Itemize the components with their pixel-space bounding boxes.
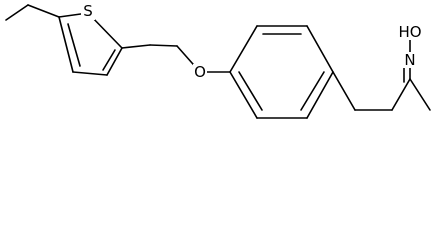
benzene-ring — [229, 25, 334, 119]
ether-linker — [121, 44, 231, 73]
bond-ar1-ar2 — [229, 25, 258, 73]
bond-ch2-c-oxime — [391, 78, 411, 111]
bond-ar4-ar5 — [306, 71, 334, 119]
molecule-canvas: S O N HO — [5, 2, 431, 119]
bond-c4-c5-inner — [67, 23, 81, 67]
bond-ch2-ch2 — [149, 44, 178, 47]
atom-labels: S O N HO — [81, 2, 424, 81]
bond-c2-c3 — [106, 47, 123, 76]
ether-oxygen-label: O — [194, 63, 206, 81]
bond-ar4-ar5-inner — [300, 71, 325, 111]
sulfur-label: S — [83, 2, 93, 20]
bond-c4-c5 — [58, 16, 74, 73]
bond-c2-ch2 — [121, 44, 151, 49]
bond-ar6-ar1-inner — [238, 71, 263, 111]
structure-diagram: S O N HO — [5, 2, 431, 119]
thiophene-ring — [58, 12, 123, 76]
oxime-chain — [332, 39, 431, 111]
bond-c-methyl — [409, 78, 431, 111]
bond-c3-c4 — [72, 71, 108, 76]
bond-c2-c3-inner — [102, 49, 116, 71]
bond-ethyl-ch2 — [27, 4, 60, 18]
bond-ar6-ar1 — [229, 71, 258, 119]
bond-ethyl-ch3 — [5, 4, 29, 21]
bond-aryl-ch2 — [332, 71, 356, 111]
bond-ar3-ar4 — [306, 25, 334, 73]
ethyl-group — [5, 4, 60, 21]
oxime-nitrogen-label: N — [404, 51, 415, 69]
hydroxyl-label: HO — [398, 23, 421, 41]
